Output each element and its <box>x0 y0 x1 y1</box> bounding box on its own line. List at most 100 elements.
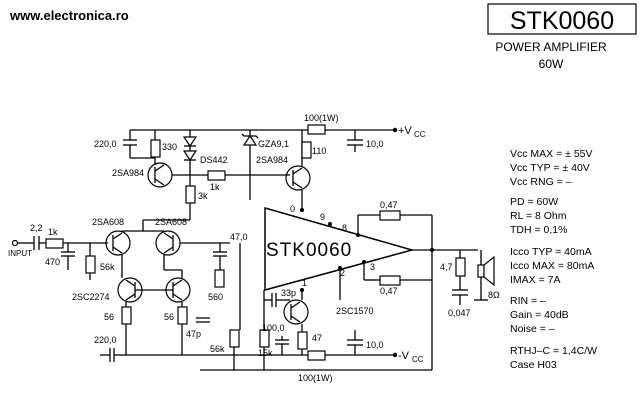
resistor-560 <box>214 269 225 288</box>
label-47p: 47p <box>186 329 201 339</box>
ic-label: STK0060 <box>266 240 352 261</box>
svg-text:2SA608: 2SA608 <box>155 217 187 227</box>
resistor-4-7 <box>455 257 466 277</box>
label-0047: 0,047 <box>448 308 471 318</box>
capacitor-10-bot: 10,0 <box>347 330 384 355</box>
spec-line: IMAX = 7A <box>510 274 560 286</box>
label-047-top: 0,47 <box>380 200 398 210</box>
website-url[interactable]: www.electronica.ro <box>9 8 129 23</box>
resistor-100-1w-bot <box>307 350 326 361</box>
resistor-330 <box>150 139 161 158</box>
spec-line: PD = 60W <box>510 196 558 208</box>
svg-text:10,0: 10,0 <box>366 139 384 149</box>
svg-text:INPUT: INPUT <box>8 249 32 258</box>
resistor-047-top <box>379 210 401 221</box>
pin-0: 0 <box>290 204 295 214</box>
resistor-56k-bot <box>229 329 240 348</box>
spec-line: RIN = – <box>510 295 546 307</box>
resistor-1k-input <box>45 238 64 249</box>
pin-9: 9 <box>320 212 325 222</box>
label-100-1w-top: 100(1W) <box>304 113 339 123</box>
label-047-bot: 0,47 <box>380 286 398 296</box>
label-1k-mid: 1k <box>210 182 220 192</box>
label-56k: 56k <box>100 262 115 272</box>
label-56-right: 56 <box>164 312 174 322</box>
speaker: 8Ω <box>474 250 500 301</box>
svg-text:+V: +V <box>398 125 412 137</box>
transistor-2sc1570: 2SC1570 <box>283 299 374 325</box>
svg-text:CC: CC <box>414 130 426 139</box>
subtitle-line2: 60W <box>539 57 564 71</box>
label-2-2: 2,2 <box>30 223 43 233</box>
spec-line: Vcc MAX = ± 55V <box>510 148 593 160</box>
svg-text:GZA9,1: GZA9,1 <box>258 139 289 149</box>
label-56-left: 56 <box>104 312 114 322</box>
svg-text:2SC1570: 2SC1570 <box>336 306 374 316</box>
diode-ds442: DS442 <box>182 130 228 175</box>
subtitle-line1: POWER AMPLIFIER <box>495 40 607 54</box>
resistor-047-bot <box>379 275 401 286</box>
resistor-3k <box>185 185 196 204</box>
label-1k-input: 1k <box>48 227 58 237</box>
svg-text:220,0: 220,0 <box>94 335 117 345</box>
capacitor-220-bot: 220,0 <box>94 335 126 362</box>
node <box>300 208 304 212</box>
spec-line: Case H03 <box>510 359 557 371</box>
label-47: 47 <box>312 333 322 343</box>
node <box>328 222 332 226</box>
capacitor-10-top: 10,0 <box>347 130 384 152</box>
svg-text:100,0: 100,0 <box>262 323 285 333</box>
zener-gza9-1: GZA9,1 <box>241 130 289 200</box>
spec-line: Vcc RNG = – <box>510 176 572 188</box>
transistor-2sa984-right: 2SA984 <box>256 155 311 191</box>
resistor-56k <box>85 255 96 274</box>
spec-line: Gain = 40dB <box>510 309 569 321</box>
spec-line: TDH = 0,1% <box>510 224 567 236</box>
svg-text:DS442: DS442 <box>200 155 228 165</box>
resistor-56-left <box>121 306 132 325</box>
spec-line: RTHJ–C = 1,4C/W <box>510 345 597 357</box>
svg-text:2SA984: 2SA984 <box>256 155 288 165</box>
pin-8: 8 <box>342 223 347 233</box>
spec-line: RL = 8 Ohm <box>510 210 567 222</box>
resistor-110 <box>301 141 312 159</box>
pin-1: 1 <box>302 278 307 288</box>
svg-text:8Ω: 8Ω <box>488 290 500 300</box>
title-box <box>487 3 637 35</box>
spec-line: Icco TYP = 40mA <box>510 246 592 258</box>
label-330: 330 <box>162 142 177 152</box>
label-15k: 15k <box>258 348 273 358</box>
svg-text:2SA608: 2SA608 <box>92 217 124 227</box>
label-560: 560 <box>208 292 223 302</box>
svg-text:-V: -V <box>398 350 410 362</box>
transistor-2sa984-left: 2SA984 <box>112 162 173 188</box>
label-4-7: 4,7 <box>440 262 453 272</box>
svg-text:2SA984: 2SA984 <box>112 168 144 178</box>
resistor-56-right <box>177 306 188 325</box>
specs-list: Vcc MAX = ± 55V Vcc TYP = ± 40V Vcc RNG = … <box>510 148 597 371</box>
label-110: 110 <box>312 146 326 156</box>
transistor-2sa608-right: 2SA608 <box>155 217 187 256</box>
part-number-title: STK0060 <box>510 7 614 35</box>
input-terminal: INPUT <box>8 239 32 258</box>
capacitor-33p: 33p <box>264 288 296 307</box>
capacitor-47: 47,0 <box>213 232 248 270</box>
capacitor-100: 100,0 <box>262 323 289 355</box>
resistor-100-1w-top <box>307 124 326 135</box>
label-2sc2274: 2SC2274 <box>72 292 110 302</box>
label-100-1w-bot: 100(1W) <box>298 373 333 383</box>
label-470: 470 <box>45 257 60 267</box>
svg-text:47,0: 47,0 <box>230 232 248 242</box>
label-56k-bot: 56k <box>210 344 225 354</box>
svg-text:CC: CC <box>412 355 424 364</box>
svg-text:33p: 33p <box>281 288 296 298</box>
resistor-1k-mid <box>207 170 226 181</box>
ic-stk0060: STK0060 <box>264 207 415 291</box>
svg-text:10,0: 10,0 <box>366 340 384 350</box>
positive-rail: +V CC <box>130 125 426 139</box>
negative-rail: -V CC <box>200 350 424 364</box>
resistor-47 <box>297 331 308 350</box>
spec-line: Vcc TYP = ± 40V <box>510 162 590 174</box>
label-3k: 3k <box>198 191 208 201</box>
